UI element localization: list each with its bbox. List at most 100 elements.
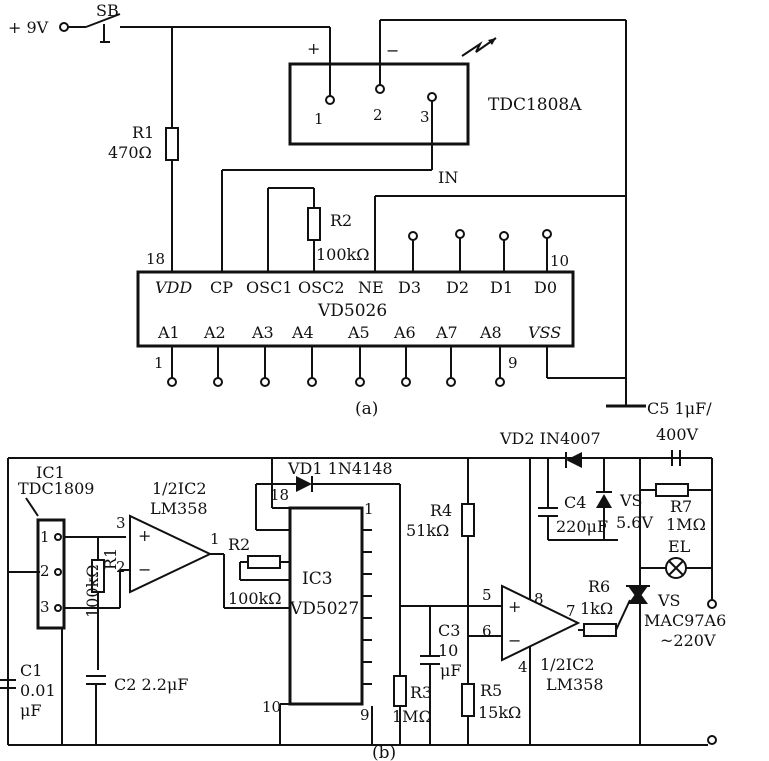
pin-a1: A1 [157,323,180,342]
ic2a-part: LM358 [150,499,208,518]
svg-text:+: + [138,526,151,545]
ic3-box [288,506,364,706]
c4-name: C4 [564,493,586,512]
vd5026-pin9: 9 [508,354,518,372]
ic3-pin1: 1 [364,500,374,518]
resistor-r4 [461,503,475,537]
c1-unit: μF [20,701,42,720]
resistor-r1 [165,127,179,161]
r2-name: R2 [330,211,352,230]
ic1-pin3: 3 [40,598,50,616]
r4-name: R4 [430,501,452,520]
resistor-r7 [655,483,689,497]
pin-osc2: OSC2 [298,278,345,297]
svg-text:+: + [508,597,521,616]
el-label: EL [668,537,691,556]
circuit-a: + 9V SB R1 470Ω TDC1808A + 1 − 2 3 IN [8,1,712,444]
ic1-pin1: 1 [40,528,50,546]
switch-label: SB [96,1,119,20]
c5-voltage: 400V [656,425,699,444]
ic2a-pin3: 3 [116,514,126,532]
vd2-label: VD2 IN4007 [499,429,601,448]
ic2b-pin7: 7 [566,602,576,620]
supply-terminal [59,22,69,32]
pin-a7: A7 [435,323,458,342]
ic1-sensor-icon [25,497,39,517]
r1b-name: R1 [101,548,120,570]
triac-part: MAC97A6 [644,611,726,630]
svg-text:−: − [138,560,151,579]
r4-value: 51kΩ [406,521,449,540]
pin-a5: A5 [347,323,370,342]
r6-value: 1kΩ [580,599,613,618]
diode-vd1 [296,476,312,492]
c3-name: C3 [438,621,460,640]
c4-value: 220μF [556,517,608,536]
tdc1808a-label: TDC1808A [488,95,582,115]
r5-value: 15kΩ [478,703,521,722]
c2-label: C2 2.2μF [114,675,188,694]
r7-value: 1MΩ [666,515,706,534]
ic3-pin10: 10 [262,698,281,716]
ic3-pin9: 9 [360,706,370,724]
resistor-r6 [583,623,617,637]
supply-label: + 9V [8,18,49,37]
pin-d1: D1 [490,278,513,297]
r2-value: 100kΩ [316,245,370,264]
vd5026-label: VD5026 [317,301,387,321]
mains-label: ~220V [660,631,716,650]
vd1-label: VD1 1N4148 [287,459,393,478]
ic2a-pin1: 1 [210,530,220,548]
c1-name: C1 [20,661,42,680]
tdc-pin1: 1 [314,110,324,128]
pin-a6: A6 [393,323,416,342]
r3-value: 1MΩ [392,707,432,726]
ic3-part: VD5027 [289,599,359,619]
ic2a-pin2: 2 [116,558,126,576]
pin-a3: A3 [251,323,274,342]
r6-name: R6 [588,577,610,596]
resistor-r3 [393,675,407,707]
pin-d2: D2 [446,278,469,297]
ic2b-pin6: 6 [482,622,492,640]
vd5026-pin1: 1 [154,354,164,372]
pin-a2: A2 [203,323,226,342]
c1-value: 0.01 [20,681,56,700]
diode-vd2 [566,452,582,468]
vd5026-pin10: 10 [550,252,569,270]
r1-value: 470Ω [108,143,152,162]
resistor-r2-b [247,555,281,569]
triac-name: VS [657,591,681,610]
svg-text:−: − [508,631,521,650]
ic2b-part: LM358 [546,675,604,694]
c3-unit: μF [440,661,462,680]
circuit-b: IC1 TDC1809 1 2 3 R1 100kΩ C1 0.01 μF C2… [0,429,726,761]
zener-vs [596,494,612,508]
pin-ne: NE [358,278,384,297]
pin-vss: VSS [528,323,561,342]
vd5026-box [136,270,575,348]
zener-value: 5.6V [616,513,653,532]
ic2a-name: 1/2IC2 [152,479,207,498]
caption-a: (a) [355,399,378,419]
ic1-pin2: 2 [40,562,50,580]
pin-a8: A8 [479,323,502,342]
in-label: IN [438,168,458,187]
ic2b-pin8: 8 [534,590,544,608]
r2b-value: 100kΩ [228,589,282,608]
opamp-ic2b [501,584,581,662]
ic1-name: IC1 [36,463,65,482]
pin-osc1: OSC1 [246,278,293,297]
pin-a4: A4 [291,323,314,342]
r1-name: R1 [132,123,154,142]
r2b-name: R2 [228,535,250,554]
resistor-r5 [461,683,475,717]
ic3-name: IC3 [302,569,333,589]
pin-d0: D0 [534,278,557,297]
caption-b: (b) [372,743,396,761]
opamp-ic2a [129,514,213,594]
pin-d3: D3 [398,278,421,297]
r5-name: R5 [480,681,502,700]
c3-value: 10 [438,641,458,660]
